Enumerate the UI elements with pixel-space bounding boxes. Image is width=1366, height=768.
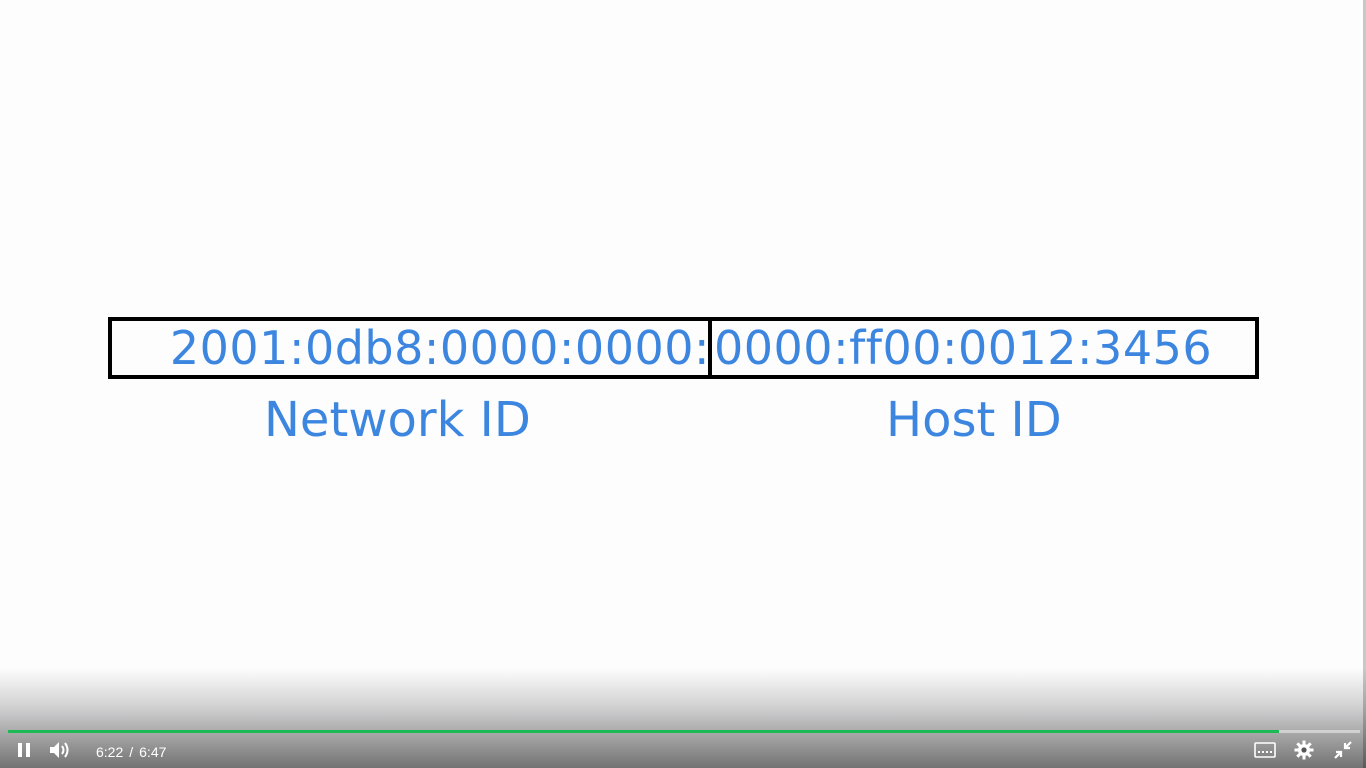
host-address-text: 0000:ff00:0012:3456	[714, 321, 1213, 375]
duration: 6:47	[139, 743, 167, 760]
host-id-label: Host ID	[886, 392, 1062, 448]
exit-fullscreen-button[interactable]	[1323, 735, 1362, 768]
network-address-text: 2001:0db8:0000:0000:	[169, 321, 710, 375]
exit-fullscreen-icon	[1333, 740, 1352, 763]
volume-icon	[49, 741, 71, 763]
captions-button[interactable]	[1245, 735, 1284, 768]
progress-fill	[8, 730, 1279, 733]
settings-gear-icon	[1294, 740, 1314, 764]
frame-edge	[1363, 0, 1366, 768]
host-id-box: 0000:ff00:0012:3456	[708, 317, 1259, 379]
pause-button[interactable]	[6, 735, 42, 768]
controls-gradient	[0, 668, 1366, 768]
network-id-label: Network ID	[264, 392, 531, 448]
captions-icon	[1253, 741, 1276, 762]
network-id-box: 2001:0db8:0000:0000:	[108, 317, 712, 379]
volume-button[interactable]	[42, 735, 78, 768]
time-separator: /	[129, 743, 134, 760]
current-time: 6:22	[96, 743, 124, 760]
player-controls: 6:22 / 6:47	[0, 735, 1366, 768]
pause-icon	[17, 742, 31, 761]
progress-bar[interactable]	[8, 730, 1360, 733]
settings-button[interactable]	[1284, 735, 1323, 768]
time-display: 6:22 / 6:47	[96, 744, 166, 760]
